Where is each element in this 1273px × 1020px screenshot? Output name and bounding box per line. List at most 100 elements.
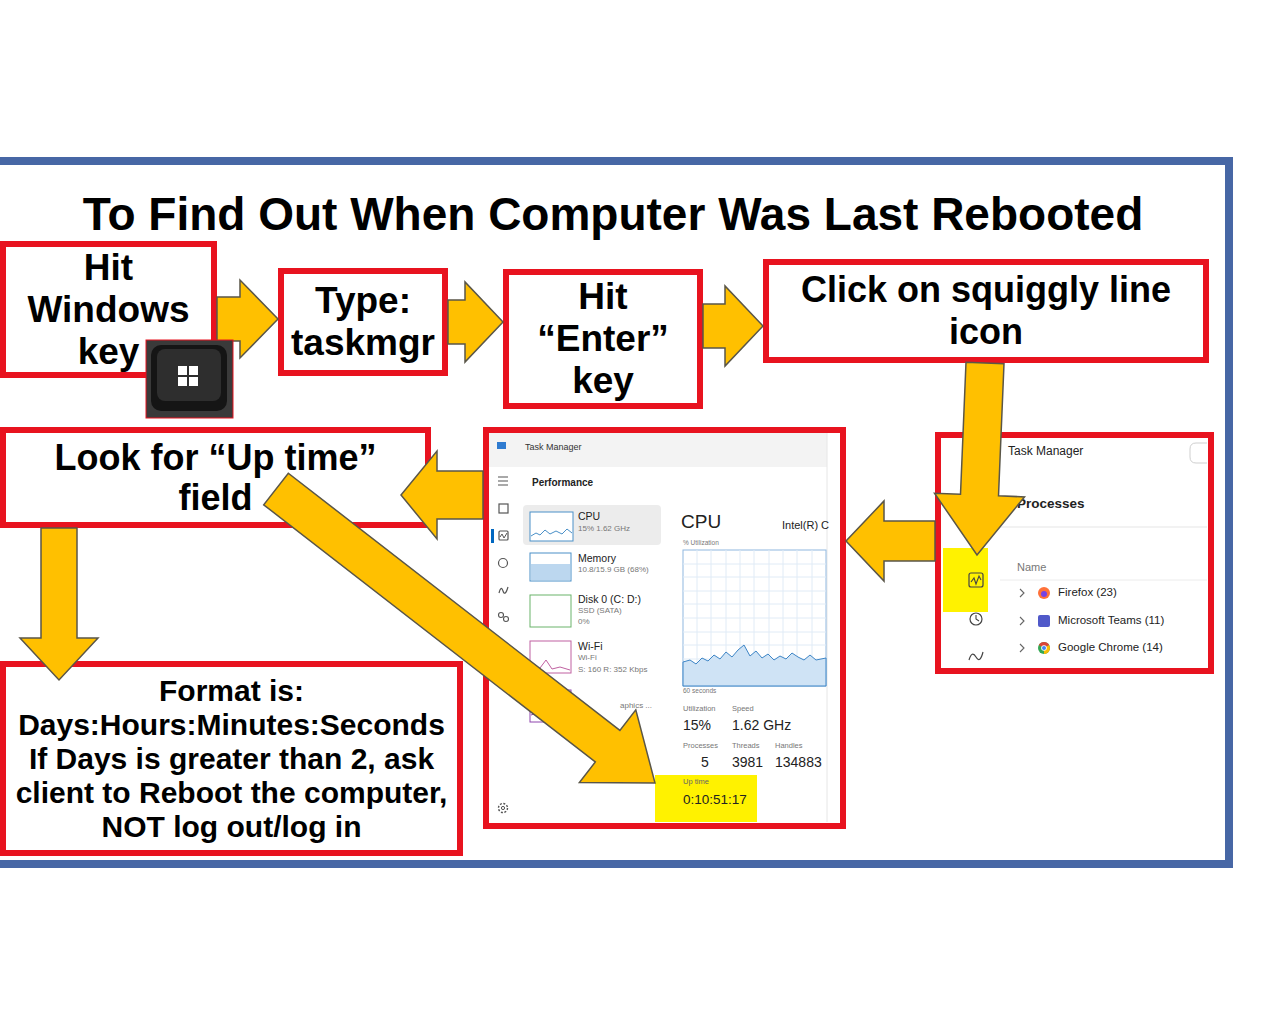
block-arrow [846,501,935,581]
nav-icon [499,613,504,618]
screen-text: SSD (SATA) [578,606,622,615]
screen-text: Handles [775,742,803,751]
screen-text: S: 160 R: 352 Kbps [578,665,647,674]
title-bar [489,433,827,467]
selected-row [523,505,661,545]
screen-text: Task Manager [1008,445,1083,459]
screen-text: 15% [683,717,711,733]
step-box: Hit “Enter” key [503,269,703,409]
screen-text: 5 [701,754,709,770]
screenshot-box: Task ManagerPerformanceCPU15% 1.62 GHzMe… [483,427,846,829]
performance-icon [969,573,983,587]
screen-text: Speed [732,705,754,714]
key-body [151,345,227,411]
separator [1000,580,1207,581]
nav-icon [500,533,507,538]
cpu-thumb [530,512,573,541]
history-icon [976,615,979,621]
screen-edge [827,433,828,822]
settings-icon [501,806,504,809]
block-arrow [20,528,98,680]
windows-logo [189,366,198,375]
screen-text: Task Manager [525,442,582,452]
step-box: Format is:Days:Hours:Minutes:SecondsIf D… [0,661,463,856]
step-box: Click on squiggly line icon [763,259,1209,363]
key-top [157,349,221,401]
cpu-graph [683,550,826,686]
screen-text: Google Chrome (14) [1058,641,1163,654]
step-box: Hit Windows key [0,241,217,378]
chrome-icon [1042,646,1046,650]
gpu-thumb-line [531,708,570,717]
windows-logo [189,377,198,386]
graph-grid [683,550,826,686]
memory-fill [531,564,570,580]
screen-text: Intel(R) C [782,519,829,532]
screen-text: 10.8/15.9 GB (68%) [578,565,649,574]
screen-text: 3981 [732,754,763,770]
screen-text: % Utilization [683,539,719,546]
app-icon [497,442,506,449]
screen-text: Processes [683,742,718,751]
screen-text: 1.62 GHz [732,717,791,733]
nav-icon [499,668,507,676]
chrome-icon [1038,642,1050,654]
screen-text: 60 seconds [683,687,716,694]
screen-text: Performance [532,477,593,489]
screen-text: Threads [732,742,760,751]
block-arrow [448,282,503,362]
screen-text: Memory [578,552,616,564]
screen-background [489,433,840,823]
windows-logo [178,377,187,386]
step-text: Hit Windows key [10,247,207,373]
screen-text: 15% 1.62 GHz [578,524,630,533]
performance-icon [971,576,981,584]
cpu-thumb-line [531,529,572,536]
nav-icon [499,504,508,513]
step-box: Type: taskmgr [278,268,448,376]
screen-text: Microsoft Teams (11) [1058,614,1164,627]
separator [1000,527,1207,528]
step-text: Type: taskmgr [288,280,438,364]
screen-text: Name [1017,561,1046,574]
screen-background [941,438,1207,667]
firefox-icon [1041,591,1047,597]
block-arrow [703,286,763,366]
step-text: Hit “Enter” key [515,276,691,402]
screen-text: Firefox (23) [1058,586,1117,599]
block-arrow [264,473,655,783]
screen-text: CPU [578,510,600,522]
nav-icon [504,617,509,622]
block-arrow [217,280,278,358]
chrome-icon [1041,645,1047,651]
screen-text: Utilization [683,705,716,714]
screen-text: Up time [683,778,709,787]
step-box: Look for “Up time” field [0,427,431,528]
block-arrow [401,451,483,539]
firefox-icon [1038,587,1050,599]
gpu-thumb [530,690,571,722]
screen-text: aphics ... [620,701,652,710]
search-box [1190,443,1207,463]
history-icon [970,613,982,625]
wifi-thumb-line [531,660,570,670]
expand-chevron [1020,589,1024,652]
step-text: Format is: [8,674,455,708]
step-text: If Days is greater than 2, ask client to… [8,742,455,844]
block-arrow [935,362,1025,555]
screen-text: Wi-Fi [578,640,603,652]
nav-icon [499,531,508,540]
step-text: Days:Hours:Minutes:Seconds [8,708,455,742]
nav-icon [499,587,508,593]
teams-icon [1038,615,1050,627]
diagram-title: To Find Out When Computer Was Last Reboo… [0,186,1226,242]
active-bar [491,529,494,543]
startup-icon [969,652,983,660]
screen-text: Wi-Fi [578,653,597,662]
memory-thumb [530,553,571,581]
icon-highlight [943,548,988,612]
screen-text: 0:10:51:17 [683,792,747,808]
screen-text: 0% [578,617,590,626]
menu-icon [498,477,508,485]
